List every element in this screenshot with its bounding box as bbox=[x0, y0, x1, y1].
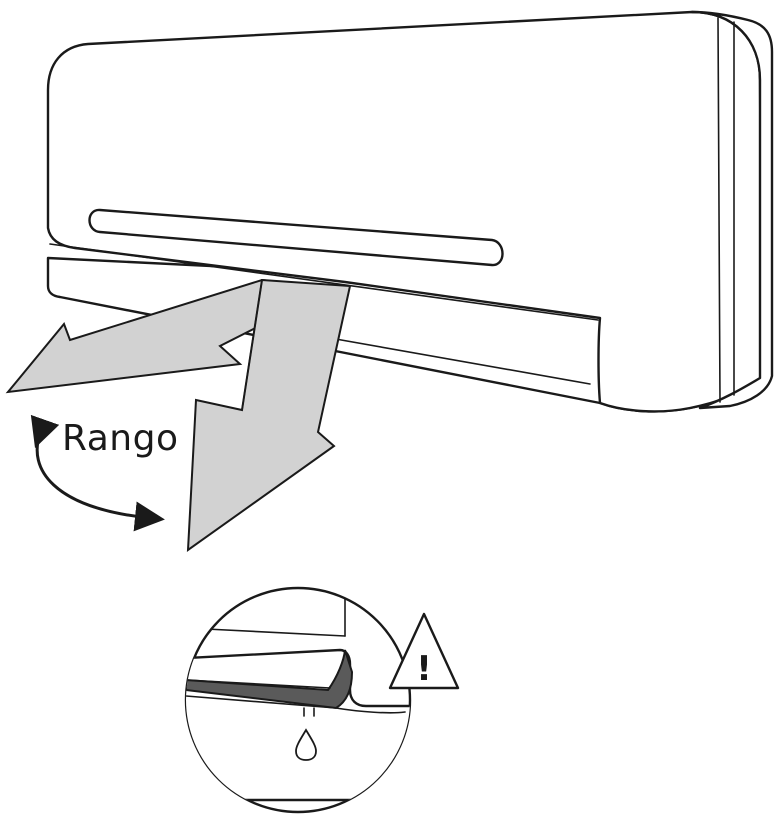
water-drop-icon bbox=[295, 728, 317, 761]
unit-bottom-edge bbox=[329, 337, 591, 385]
airflow-arrows bbox=[5, 278, 352, 553]
warning-triangle-icon: ! bbox=[388, 612, 460, 690]
unit-side-edge-2 bbox=[717, 17, 721, 403]
range-label: Rango bbox=[62, 418, 178, 459]
detail-magnifier bbox=[184, 586, 412, 814]
unit-side-panel bbox=[690, 10, 774, 410]
unit-grille-line bbox=[49, 243, 599, 321]
warning-mark: ! bbox=[416, 649, 432, 689]
curved-double-arrow-icon bbox=[30, 414, 165, 532]
detail-deflector bbox=[186, 649, 354, 710]
airflow-arrow-downward bbox=[186, 278, 352, 553]
display-slot bbox=[88, 208, 504, 267]
range-indicator: Rango bbox=[30, 414, 178, 532]
